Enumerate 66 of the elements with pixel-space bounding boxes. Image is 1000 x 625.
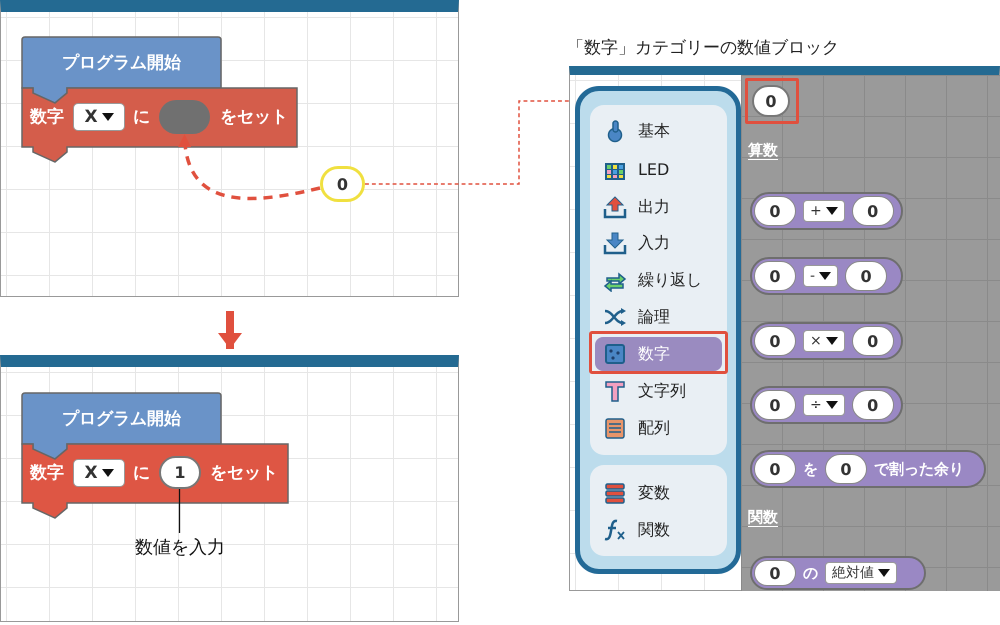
number-input: 0 (754, 390, 796, 420)
category-label: LED (638, 160, 670, 179)
operator-block (750, 257, 903, 295)
block-label: に (133, 107, 150, 127)
workspace-panel (0, 0, 459, 297)
category-label: 文字列 (638, 381, 686, 402)
category-label: 数字 (638, 344, 670, 365)
section-heading: 算数 (748, 141, 778, 160)
dropdown: × (803, 330, 845, 352)
arrow (179, 134, 320, 200)
number-input: 0 (754, 196, 796, 226)
dropdown: X (73, 103, 125, 131)
hat-block (22, 37, 221, 103)
category-label: 配列 (638, 418, 670, 439)
block-flyout (741, 75, 1000, 591)
annotation-text: 数値を入力 (125, 533, 235, 563)
dropdown: 絶対値 (825, 562, 897, 584)
block-label: で割った余り (874, 459, 964, 479)
operator-block (750, 450, 986, 488)
category-group (590, 465, 727, 556)
block-label: をセット (210, 463, 278, 483)
number-input: 0 (852, 326, 894, 356)
category-label: 出力 (638, 197, 670, 218)
block-label: に (133, 463, 150, 483)
operator-block (750, 386, 903, 424)
dropdown: ÷ (803, 394, 845, 416)
category-label: 基本 (638, 121, 670, 142)
dropdown: - (803, 265, 838, 287)
section-heading: 関数 (748, 508, 778, 527)
panel-title: 「数字」カテゴリーの数値ブロック (567, 37, 839, 59)
arrow (218, 311, 242, 349)
category-label: 入力 (638, 233, 670, 254)
number-input: 0 (845, 261, 888, 291)
category-group (590, 105, 727, 455)
block-label: 数字 (30, 107, 64, 127)
number-input: 0 (852, 196, 894, 226)
hat-block (22, 393, 221, 459)
block-label: を (803, 459, 818, 479)
number-input: 0 (754, 560, 796, 586)
set-block (22, 444, 288, 519)
number-block: 0 (320, 166, 365, 202)
operator-block (750, 556, 926, 590)
leader-line (178, 489, 180, 533)
number-input: 0 (754, 261, 796, 291)
category-label: 繰り返し (638, 270, 702, 291)
block-label: プログラム開始 (61, 53, 182, 73)
category-label: 関数 (638, 520, 670, 541)
dropdown: X (73, 459, 125, 487)
number-input: 0 (754, 454, 796, 484)
workspace-panel (0, 355, 459, 622)
selected-category (595, 337, 722, 371)
block-label: 数字 (30, 463, 64, 483)
number-input: 0 (754, 326, 796, 356)
operator-block (750, 322, 903, 360)
number-input: 0 (825, 454, 867, 484)
category-label: 変数 (638, 483, 670, 504)
block-label: をセット (220, 107, 288, 127)
block-label: の (803, 563, 818, 583)
set-block (22, 88, 297, 163)
number-input: 0 (752, 85, 790, 117)
category-label: 論理 (638, 307, 670, 328)
dropdown: + (803, 200, 845, 222)
block-label: プログラム開始 (61, 409, 182, 429)
category-menu (575, 86, 741, 574)
number-input: 0 (852, 390, 894, 420)
operator-block (750, 192, 903, 230)
